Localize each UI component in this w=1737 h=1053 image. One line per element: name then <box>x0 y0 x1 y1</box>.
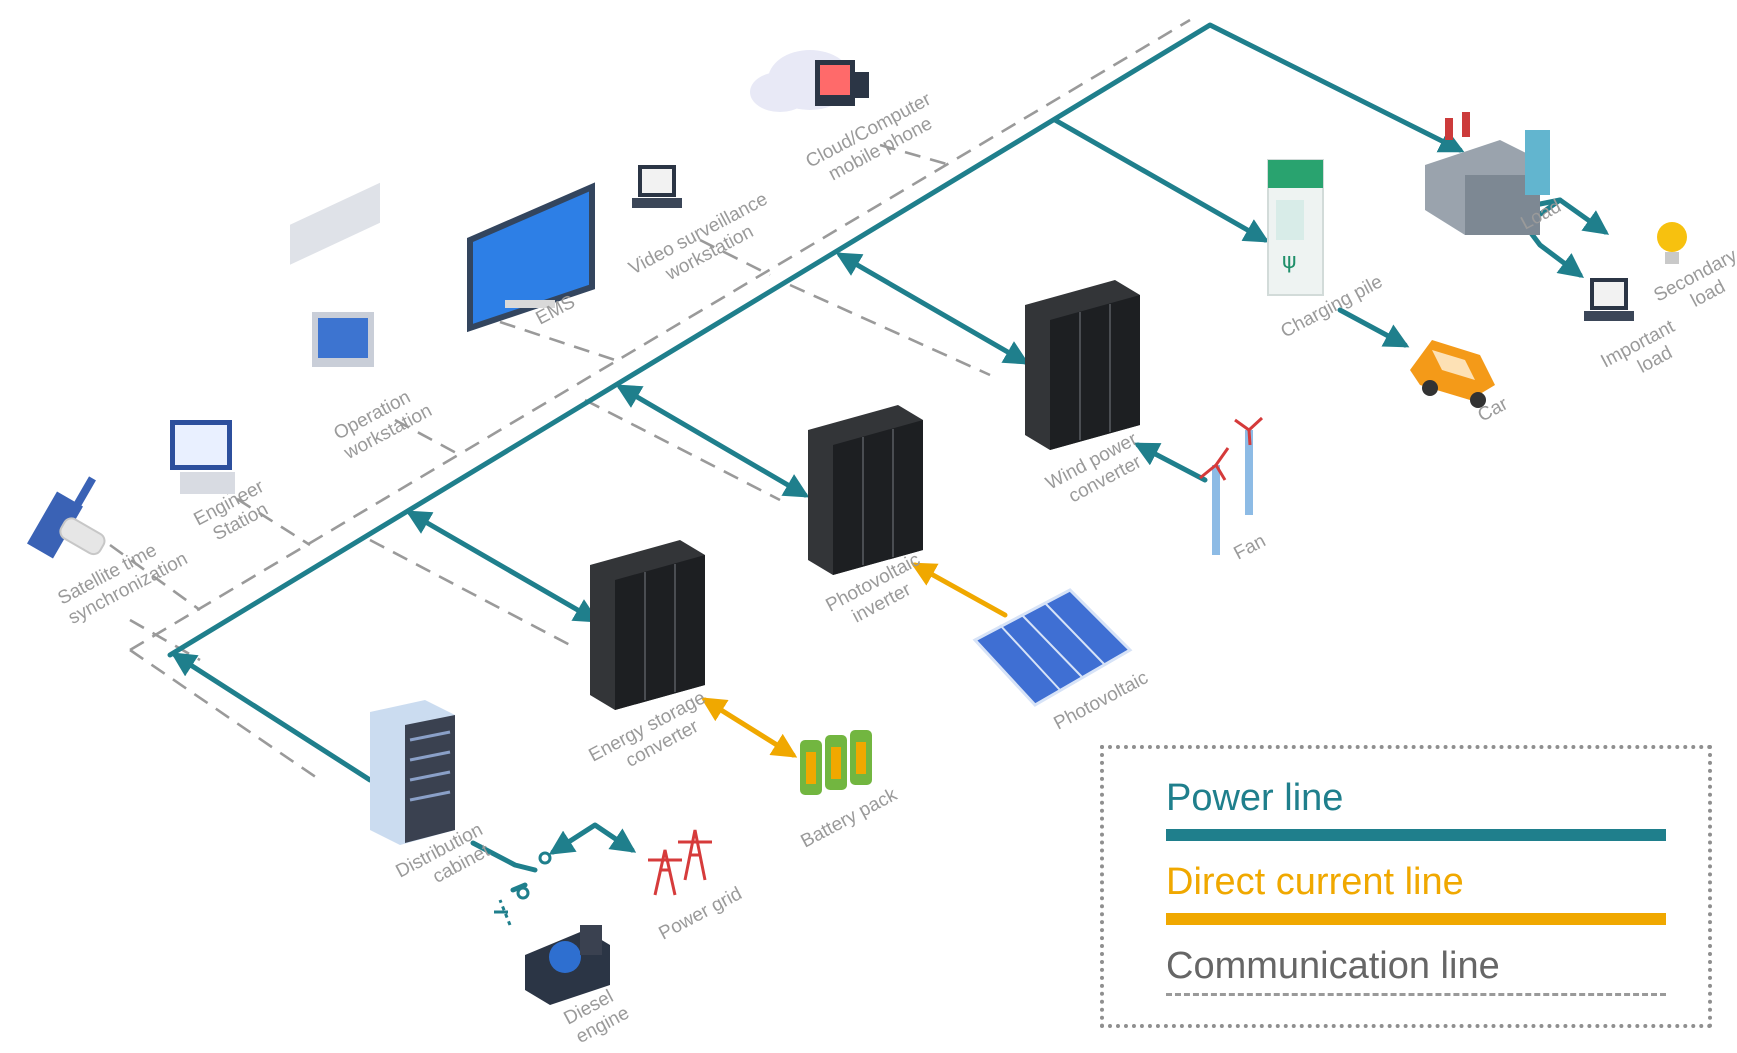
energy-storage-converter-icon <box>590 540 705 710</box>
cloud-icon <box>750 50 869 112</box>
solar-panel-icon <box>972 588 1133 707</box>
legend-power-label: Power line <box>1166 777 1344 819</box>
pv-inverter-icon <box>808 405 923 575</box>
distribution-cabinet-icon <box>370 700 455 845</box>
satellite-icon <box>27 476 106 559</box>
label-fan: Fan <box>1230 530 1269 564</box>
label-power-grid: Power grid <box>655 883 745 944</box>
label-secondary-load: Secondary load <box>1650 243 1737 326</box>
dc-lines <box>700 562 1008 758</box>
important-load-laptop-icon <box>1584 278 1634 321</box>
car-icon <box>1410 340 1495 408</box>
legend: Power line Direct current line Communica… <box>1100 745 1712 1028</box>
legend-comm-line <box>1166 993 1666 996</box>
svg-text:ψ: ψ <box>1282 249 1297 274</box>
legend-comm-label: Communication line <box>1166 945 1500 987</box>
laptop-icon <box>632 165 682 208</box>
label-operation-workstation: Operation workstation <box>330 381 436 465</box>
legend-dc-label: Direct current line <box>1166 861 1464 903</box>
bulb-icon <box>1657 222 1687 264</box>
label-important-load: Important load <box>1597 314 1693 392</box>
power-grid-tower-icon <box>648 829 712 896</box>
battery-pack-icon <box>800 730 872 795</box>
legend-dc-line <box>1166 913 1666 925</box>
charging-pile-icon: ψ <box>1267 159 1324 296</box>
wind-turbine-icon <box>1199 416 1264 555</box>
diesel-engine-icon <box>525 925 610 1005</box>
factory-icon <box>1425 112 1550 235</box>
switch-symbol <box>494 851 552 926</box>
legend-power-line <box>1166 829 1666 841</box>
engineer-station-icon <box>170 420 235 494</box>
wind-power-converter-icon <box>1025 280 1140 450</box>
ems-screen-icon <box>467 182 595 333</box>
operation-workstation-icon <box>290 182 380 367</box>
power-lines <box>167 22 1610 893</box>
